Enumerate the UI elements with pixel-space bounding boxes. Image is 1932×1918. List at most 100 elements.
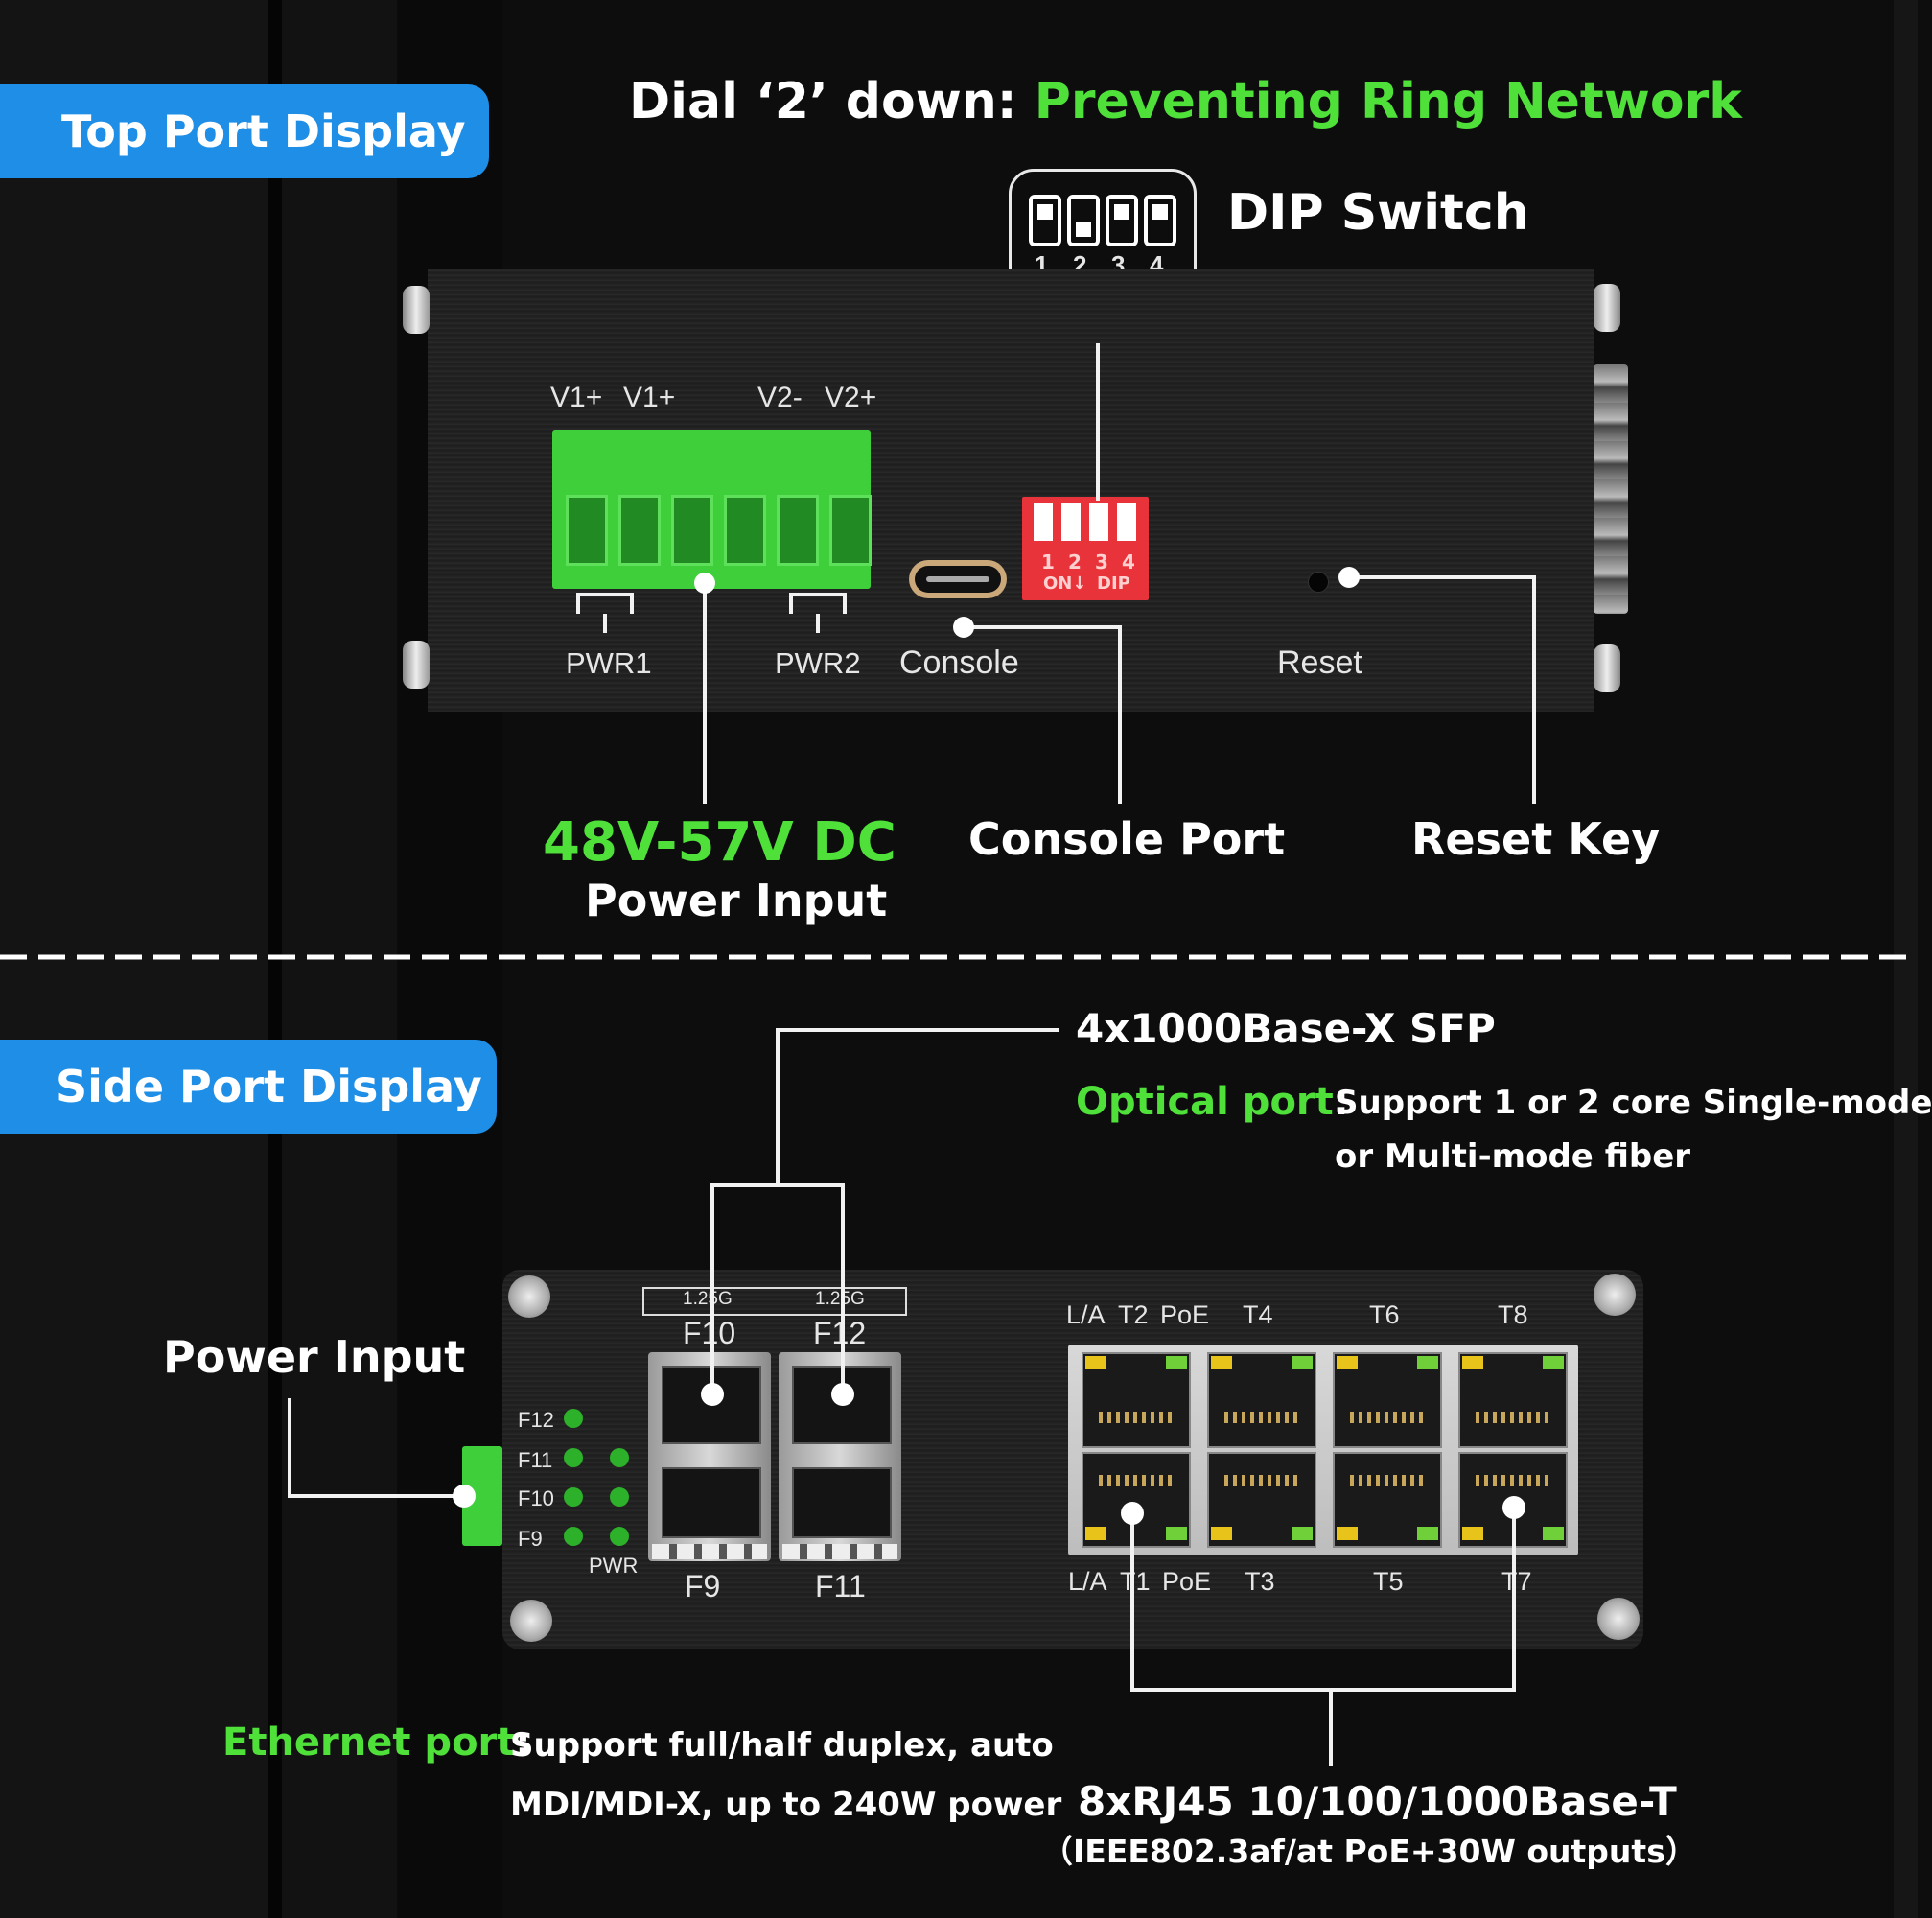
link-led [1462, 1527, 1483, 1540]
screw-icon [508, 1275, 550, 1318]
poe-led [1417, 1527, 1438, 1540]
console-port-callout: Console Port [968, 813, 1286, 865]
terminal-label: V1+ [550, 382, 603, 413]
sfp-port-f11[interactable] [792, 1467, 892, 1538]
pwr-led-label: PWR [589, 1554, 639, 1578]
rj45-pins [1476, 1475, 1550, 1486]
rj45-pins [1224, 1412, 1299, 1423]
rj45-port[interactable] [1333, 1452, 1442, 1548]
side-connector-icon [1594, 364, 1628, 614]
rj45-port[interactable] [1207, 1452, 1316, 1548]
dip-number: 3 [1095, 550, 1108, 573]
optical-port-label: Optical port [1076, 1080, 1334, 1124]
rj45-port[interactable] [1458, 1352, 1568, 1448]
sfp-speed-label: 1.25G [815, 1289, 865, 1309]
led-label: F11 [518, 1448, 553, 1472]
sfp-port-f9[interactable] [662, 1467, 761, 1538]
rj45-label-top: T4 [1243, 1300, 1273, 1329]
poe-led [1543, 1356, 1564, 1369]
screw-icon [1594, 284, 1620, 332]
terminal-label: V2+ [825, 382, 877, 413]
console-usb-c-port[interactable] [909, 560, 1007, 598]
led-label: F12 [518, 1408, 554, 1432]
reset-key-callout: Reset Key [1411, 813, 1661, 865]
led-label: F10 [518, 1486, 554, 1510]
top-callout-lines [0, 343, 1918, 960]
sfp-speed-label: 1.25G [683, 1289, 733, 1309]
led-indicator [564, 1487, 583, 1507]
terminal-slot [724, 495, 766, 566]
power-terminal-block [552, 430, 872, 589]
rj45-pins [1350, 1412, 1425, 1423]
rj45-port[interactable] [1333, 1352, 1442, 1448]
rj45-pins [1224, 1475, 1299, 1486]
sfp-title: 4x1000Base-X SFP [1076, 1005, 1496, 1052]
poe-led [1292, 1356, 1313, 1369]
dip-switch-on: ON↓ [1043, 573, 1087, 594]
dial-note: Dial ‘2’ down: Preventing Ring Network [629, 73, 1742, 130]
ethernet-line-2: MDI/MDI-X, up to 240W power [510, 1786, 1062, 1824]
poe-led [1417, 1356, 1438, 1369]
led-indicator [610, 1487, 629, 1507]
terminal-slot [777, 495, 819, 566]
screw-icon [1594, 644, 1620, 692]
top-port-display-tag: Top Port Display [0, 84, 489, 178]
sfp-port-label-top: F12 [813, 1316, 867, 1350]
poe-led [1166, 1527, 1187, 1540]
dip-number: 2 [1068, 550, 1082, 573]
rj45-label-bottom: T5 [1373, 1567, 1404, 1596]
link-led [1337, 1527, 1358, 1540]
rj45-label-bottom: T1 [1120, 1567, 1151, 1596]
dip-switch-dip: DIP [1097, 573, 1130, 594]
reset-hole[interactable] [1308, 572, 1329, 593]
poe-led [1166, 1356, 1187, 1369]
rj45-pins [1099, 1475, 1174, 1486]
link-led [1211, 1356, 1232, 1369]
ethernet-port-label: Ethernet port [222, 1720, 516, 1765]
dip-switch-diagram [1029, 195, 1176, 246]
rj45-port[interactable] [1207, 1352, 1316, 1448]
led-indicator [564, 1409, 583, 1428]
power-voltage-callout: 48V-57V DC [543, 811, 896, 874]
rj45-label-bottom: T7 [1501, 1567, 1532, 1596]
poe-led [1543, 1527, 1564, 1540]
sfp-port-label-top: F10 [683, 1316, 736, 1350]
link-led [1337, 1356, 1358, 1369]
rj45-pins [1350, 1475, 1425, 1486]
sfp-port-label-bottom: F9 [685, 1569, 721, 1603]
terminal-slot [618, 495, 661, 566]
reset-label: Reset [1277, 644, 1362, 681]
rj45-port[interactable] [1082, 1352, 1191, 1448]
led-indicator [610, 1527, 629, 1546]
optical-colon: : [1333, 1080, 1349, 1124]
dial-note-highlight: Preventing Ring Network [1034, 73, 1742, 130]
rj45-title: 8xRJ45 10/100/1000Base-T [1078, 1778, 1677, 1825]
dial-note-prefix: Dial ‘2’ down: [629, 73, 1035, 130]
screw-icon [403, 286, 430, 334]
poe-led [1292, 1527, 1313, 1540]
sfp-port-label-bottom: F11 [815, 1569, 866, 1603]
rj45-label-top: T2 [1118, 1300, 1149, 1329]
rj45-label-top: T6 [1369, 1300, 1400, 1329]
link-led [1462, 1356, 1483, 1369]
rj45-port[interactable] [1082, 1452, 1191, 1548]
rj45-pins [1099, 1412, 1174, 1423]
terminal-slot [671, 495, 713, 566]
terminal-slot [829, 495, 872, 566]
side-power-input-callout: Power Input [163, 1331, 466, 1383]
screw-icon [1597, 1598, 1640, 1640]
terminal-label: V1+ [623, 382, 676, 413]
sfp-cage-left [648, 1352, 771, 1561]
sfp-cage-right [779, 1352, 901, 1561]
ethernet-colon: : [515, 1720, 531, 1765]
screw-icon [403, 641, 430, 689]
screw-icon [1594, 1274, 1636, 1316]
side-port-display-label: Side Port Display [56, 1061, 482, 1112]
rj45-label-top: L/A [1066, 1300, 1106, 1329]
dip-number: 4 [1122, 550, 1135, 573]
rj45-label-bottom: PoE [1162, 1567, 1212, 1596]
dip-number: 1 [1041, 550, 1055, 573]
console-label: Console [899, 644, 1019, 681]
